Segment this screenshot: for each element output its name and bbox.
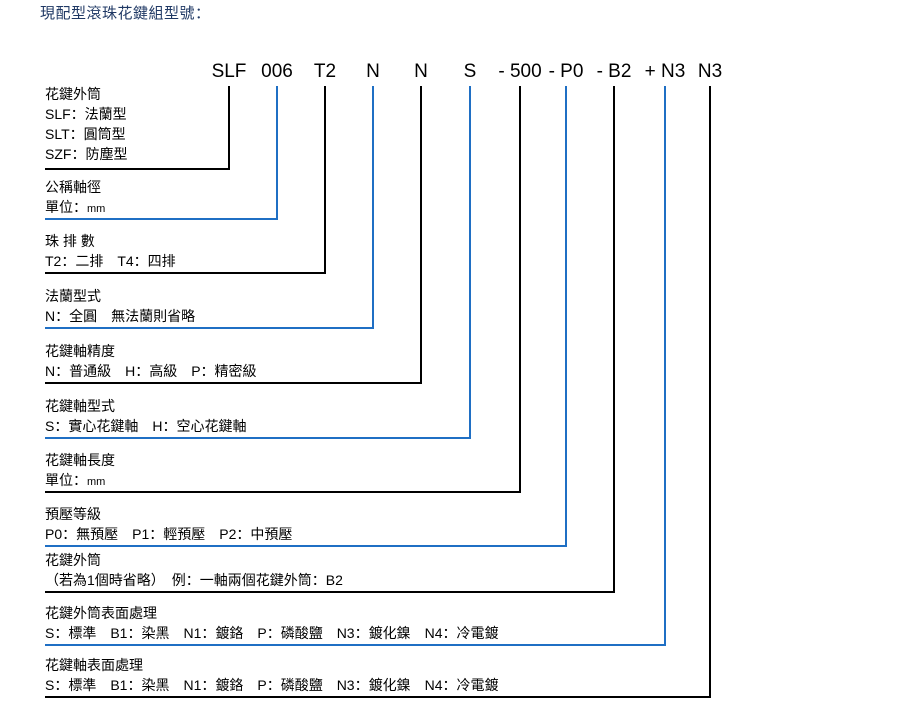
- description-block-10: 花鍵外筒表面處理 S：標準 B1：染黑 N1：鍍鉻 P：磷酸鹽 N3：鍍化鎳 N4…: [45, 603, 499, 643]
- model-code-segment-3: T2: [313, 61, 337, 82]
- description-option: S：標準 B1：染黑 N1：鍍鉻 P：磷酸鹽 N3：鍍化鎳 N4：冷電鍍: [45, 677, 499, 693]
- bracket-line-7: [45, 491, 521, 493]
- model-code-row: SLF 006 T2 N N S - 500 - P0 - B2 + N3 N3: [0, 60, 918, 84]
- bracket-line-10: [45, 644, 666, 646]
- model-code-segment-11: N3: [697, 61, 723, 82]
- description-heading: 花鍵軸長度: [45, 452, 115, 468]
- description-option: SLF：法蘭型: [45, 106, 127, 122]
- description-heading: 公稱軸徑: [45, 179, 101, 195]
- model-code-segment-5: N: [414, 61, 428, 82]
- description-heading: 花鍵軸型式: [45, 398, 115, 414]
- leader-line-6: [469, 86, 471, 439]
- description-option: SLT：圓筒型: [45, 126, 126, 142]
- description-option: N：全圓 無法蘭則省略: [45, 308, 196, 324]
- model-code-segment-4: N: [366, 61, 380, 82]
- description-option: N：普通級 H：高級 P：精密級: [45, 363, 257, 379]
- description-option: 單位：mm: [45, 472, 106, 488]
- description-block-6: 花鍵軸型式 S：實心花鍵軸 H：空心花鍵軸: [45, 396, 246, 436]
- bracket-line-5: [45, 382, 422, 384]
- description-heading: 花鍵外筒表面處理: [45, 605, 157, 621]
- leader-line-1: [228, 86, 230, 170]
- description-heading: 花鍵軸精度: [45, 343, 115, 359]
- description-block-2: 公稱軸徑單位：mm: [45, 177, 105, 219]
- model-code-segment-1: SLF: [211, 61, 247, 82]
- leader-line-8: [565, 86, 567, 547]
- description-block-7: 花鍵軸長度單位：mm: [45, 450, 115, 492]
- bracket-line-3: [45, 272, 326, 274]
- description-option: P0：無預壓 P1：輕預壓 P2：中預壓: [45, 526, 293, 542]
- page-title: 現配型滾珠花鍵組型號：: [40, 5, 211, 22]
- description-block-5: 花鍵軸精度 N：普通級 H：高級 P：精密級: [45, 341, 257, 381]
- description-block-8: 預壓等級 P0：無預壓 P1：輕預壓 P2：中預壓: [45, 504, 292, 544]
- leader-line-2: [276, 86, 278, 220]
- leader-line-7: [519, 86, 521, 493]
- description-heading: 花鍵軸表面處理: [45, 657, 143, 673]
- description-block-3: 珠 排 數 T2：二排 T4：四排: [45, 231, 176, 271]
- description-heading: 花鍵外筒: [45, 552, 101, 568]
- description-option: T2：二排 T4：四排: [45, 253, 176, 269]
- leader-line-3: [324, 86, 326, 274]
- description-option: （若為1個時省略） 例：一軸兩個花鍵外筒：B2: [45, 572, 343, 588]
- description-block-4: 法蘭型式 N：全圓 無法蘭則省略: [45, 286, 195, 326]
- description-option: 單位：mm: [45, 199, 106, 215]
- leader-line-4: [372, 86, 374, 329]
- model-code-segment-7: - 500: [498, 61, 542, 82]
- bracket-line-8: [45, 545, 567, 547]
- description-heading: 法蘭型式: [45, 288, 101, 304]
- leader-line-9: [613, 86, 615, 593]
- bracket-line-1: [45, 168, 230, 170]
- model-code-segment-9: - B2: [596, 61, 632, 82]
- bracket-line-9: [45, 591, 615, 593]
- description-block-9: 花鍵外筒 （若為1個時省略） 例：一軸兩個花鍵外筒：B2: [45, 550, 343, 590]
- bracket-line-2: [45, 218, 278, 220]
- leader-line-11: [709, 86, 711, 698]
- model-code-segment-8: - P0: [548, 61, 584, 82]
- leader-line-5: [420, 86, 422, 384]
- model-code-segment-10: + N3: [644, 61, 686, 82]
- description-option: SZF：防塵型: [45, 146, 128, 162]
- description-option: S：標準 B1：染黑 N1：鍍鉻 P：磷酸鹽 N3：鍍化鎳 N4：冷電鍍: [45, 625, 499, 641]
- bracket-line-4: [45, 327, 374, 329]
- bracket-line-6: [45, 437, 471, 439]
- model-code-segment-2: 006: [261, 61, 293, 82]
- model-code-segment-6: S: [463, 61, 477, 82]
- description-heading: 珠 排 數: [45, 233, 95, 249]
- description-heading: 花鍵外筒: [45, 86, 101, 102]
- description-block-11: 花鍵軸表面處理 S：標準 B1：染黑 N1：鍍鉻 P：磷酸鹽 N3：鍍化鎳 N4：…: [45, 655, 499, 695]
- description-option: S：實心花鍵軸 H：空心花鍵軸: [45, 418, 247, 434]
- leader-line-10: [664, 86, 666, 646]
- description-block-1: 花鍵外筒 SLF：法蘭型 SLT：圓筒型 SZF：防塵型: [45, 84, 127, 164]
- bracket-line-11: [45, 696, 711, 698]
- description-heading: 預壓等級: [45, 506, 101, 522]
